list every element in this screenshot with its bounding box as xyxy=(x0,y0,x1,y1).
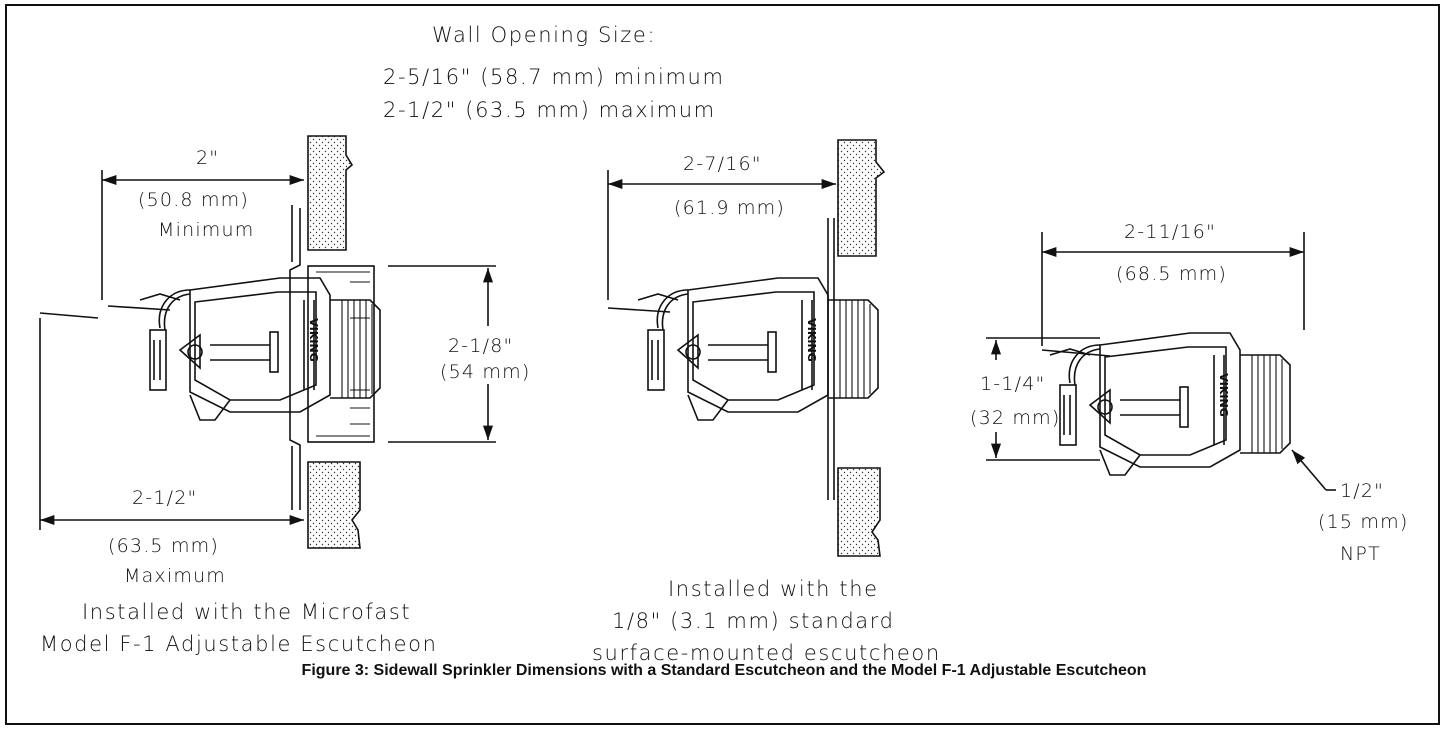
min-dim-mm: (50.8 mm) xyxy=(138,189,249,211)
f1-escutcheon-cup xyxy=(307,265,375,443)
min-dim-note: Minimum xyxy=(158,219,254,241)
thread-leader xyxy=(1291,449,1327,491)
thread-type: NPT xyxy=(1340,543,1381,565)
thread-dim-mm: (15 mm) xyxy=(1318,511,1408,533)
standard-escutcheon xyxy=(827,218,835,500)
height-dim-mm: (54 mm) xyxy=(440,361,530,383)
left-assembly: 2" (50.8 mm) Minimum 2-1/2" (63.5 mm) Ma… xyxy=(39,135,530,656)
max-dim-note: Maximum xyxy=(124,565,226,587)
mid-dim-in: 2-7/16" xyxy=(683,153,762,175)
left-caption-line2: Model F-1 Adjustable Escutcheon xyxy=(40,632,438,656)
max-dim-mm: (63.5 mm) xyxy=(108,535,219,557)
height-dim-mm-right: (32 mm) xyxy=(970,407,1060,429)
mid-dim-mm: (61.9 mm) xyxy=(674,197,785,219)
viking-brand-mark-3: VIKING xyxy=(1217,373,1230,416)
thread-dim-in: 1/2" xyxy=(1340,480,1384,502)
mid-caption-line3: surface-mounted escutcheon xyxy=(592,641,941,665)
max-dim-in: 2-1/2" xyxy=(132,487,197,509)
f1-escutcheon-plate xyxy=(289,208,301,510)
wall-section-upper-mid xyxy=(837,139,886,257)
wall-opening-min: 2-5/16" (58.7 mm) minimum xyxy=(383,65,725,89)
height-dim-in: 2-1/8" xyxy=(448,335,513,357)
viking-brand-mark-1: VIKING xyxy=(307,318,320,361)
figure-frame xyxy=(5,4,1440,725)
length-dim-in: 2-11/16" xyxy=(1124,221,1216,243)
wall-section-lower-mid xyxy=(837,467,881,557)
wall-opening-max: 2-1/2" (63.5 mm) maximum xyxy=(383,98,716,122)
height-dim-in-right: 1-1/4" xyxy=(980,373,1045,395)
mid-caption-line1: Installed with the xyxy=(668,577,879,601)
mid-caption-line2: 1/8" (3.1 mm) standard xyxy=(612,609,895,633)
middle-assembly: 2-7/16" (61.9 mm) Installed with the 1/8… xyxy=(592,139,941,665)
length-dim-mm: (68.5 mm) xyxy=(1116,263,1227,285)
wall-section-lower xyxy=(307,461,361,549)
min-dim-in: 2" xyxy=(196,147,219,169)
wall-opening-title: Wall Opening Size: xyxy=(432,23,656,47)
viking-brand-mark-2: VIKING xyxy=(805,318,818,361)
right-assembly: 2-11/16" (68.5 mm) 1-1/4" (32 mm) 1/2" (… xyxy=(970,221,1408,565)
wall-section-upper xyxy=(307,135,354,251)
figure-caption: Figure 3: Sidewall Sprinkler Dimensions … xyxy=(301,662,1147,679)
left-caption-line1: Installed with the Microfast xyxy=(82,600,411,624)
